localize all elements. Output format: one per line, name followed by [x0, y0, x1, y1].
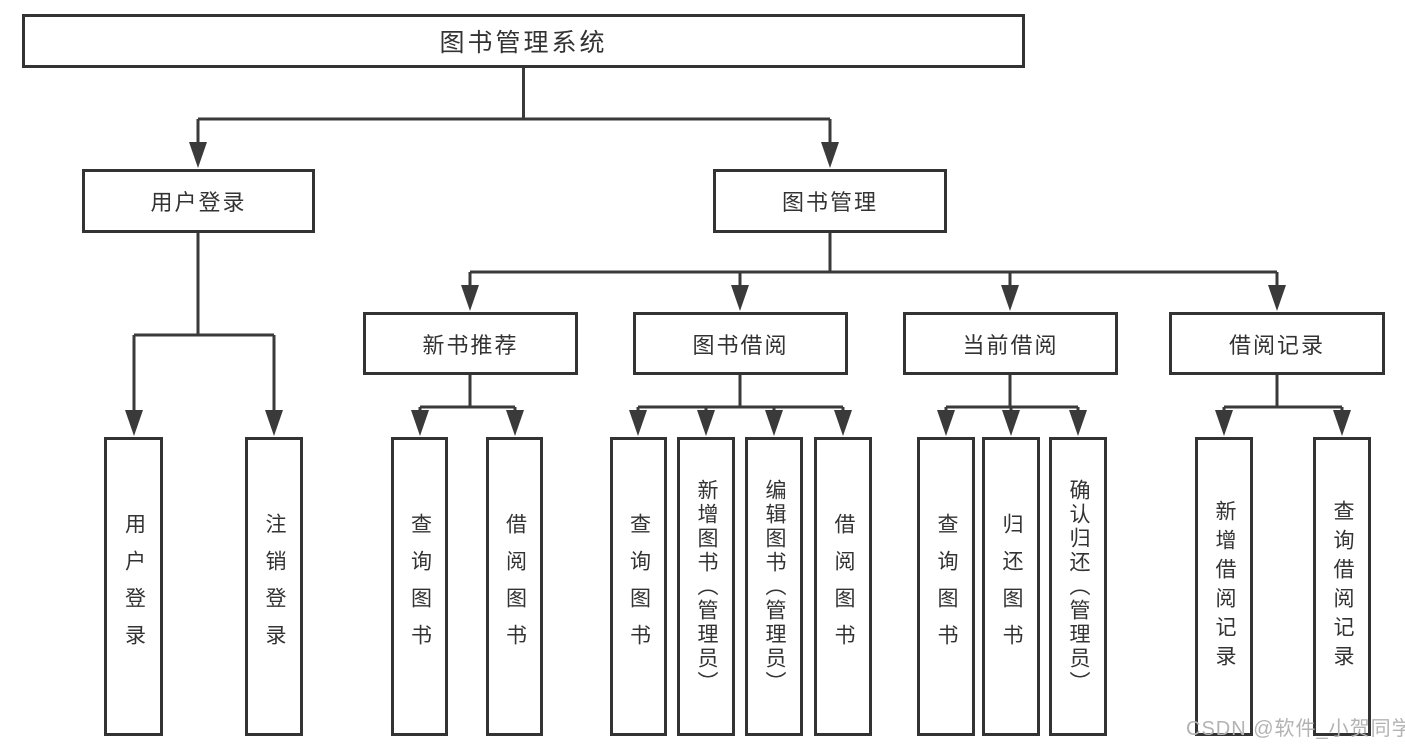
- node-system-root: 图书管理系统: [22, 14, 1025, 68]
- connector-line: [418, 375, 517, 412]
- arrowhead-down-icon: [765, 410, 783, 436]
- leaf-user-login: 用户登录: [104, 437, 163, 736]
- arrowhead-down-icon: [1268, 285, 1286, 311]
- arrowhead-down-icon: [1001, 285, 1019, 311]
- connector-current-to-leaves: [937, 375, 1087, 436]
- connector-recommend-to-leaves: [411, 375, 524, 436]
- connector-line: [1222, 375, 1344, 412]
- arrowhead-down-icon: [189, 142, 207, 168]
- arrowhead-down-icon: [461, 285, 479, 311]
- connector-line: [468, 233, 1279, 288]
- leaf-edit-books-admin: 编辑图书（管理员）: [745, 437, 803, 736]
- connector-line: [196, 68, 832, 145]
- connector-line: [132, 233, 276, 412]
- arrowhead-down-icon: [265, 410, 283, 436]
- arrowhead-down-icon: [697, 410, 715, 436]
- arrowhead-down-icon: [506, 410, 524, 436]
- arrowhead-down-icon: [731, 285, 749, 311]
- connector-book-mgmt-to-level3: [461, 233, 1286, 311]
- leaf-borrow-query-books: 查询图书: [610, 437, 667, 736]
- connector-root-to-level2: [189, 68, 839, 168]
- node-book-borrow: 图书借阅: [633, 312, 848, 375]
- arrowhead-down-icon: [1069, 410, 1087, 436]
- connector-user-login-to-leaves: [125, 233, 283, 436]
- arrowhead-down-icon: [937, 410, 955, 436]
- leaf-return-books: 归还图书: [982, 437, 1040, 736]
- node-new-book-recommend: 新书推荐: [363, 312, 578, 375]
- arrowhead-down-icon: [629, 410, 647, 436]
- node-book-management: 图书管理: [713, 169, 947, 233]
- node-current-borrow: 当前借阅: [903, 312, 1118, 375]
- leaf-borrow-books: 借阅图书: [814, 437, 872, 736]
- leaf-logout: 注销登录: [245, 437, 303, 736]
- leaf-recommend-query-books: 查询图书: [391, 437, 448, 736]
- leaf-confirm-return-admin: 确认归还（管理员）: [1049, 437, 1107, 736]
- leaf-add-books-admin: 新增图书（管理员）: [677, 437, 735, 736]
- connector-line: [636, 375, 845, 412]
- connector-borrow-to-leaves: [629, 375, 852, 436]
- arrowhead-down-icon: [1002, 410, 1020, 436]
- arrowhead-down-icon: [1333, 410, 1351, 436]
- arrowhead-down-icon: [1215, 410, 1233, 436]
- leaf-recommend-borrow-books: 借阅图书: [486, 437, 543, 736]
- arrowhead-down-icon: [411, 410, 429, 436]
- arrowhead-down-icon: [821, 142, 839, 168]
- csdn-watermark: CSDN @软件_小贺同学: [1186, 718, 1405, 740]
- node-user-login: 用户登录: [82, 169, 315, 233]
- leaf-add-borrow-record: 新增借阅记录: [1195, 437, 1253, 736]
- arrowhead-down-icon: [125, 410, 143, 436]
- connector-records-to-leaves: [1215, 375, 1351, 436]
- leaf-query-borrow-record: 查询借阅记录: [1313, 437, 1371, 736]
- leaf-current-query-books: 查询图书: [917, 437, 975, 736]
- node-borrow-records: 借阅记录: [1169, 312, 1385, 375]
- connector-line: [944, 375, 1080, 412]
- arrowhead-down-icon: [834, 410, 852, 436]
